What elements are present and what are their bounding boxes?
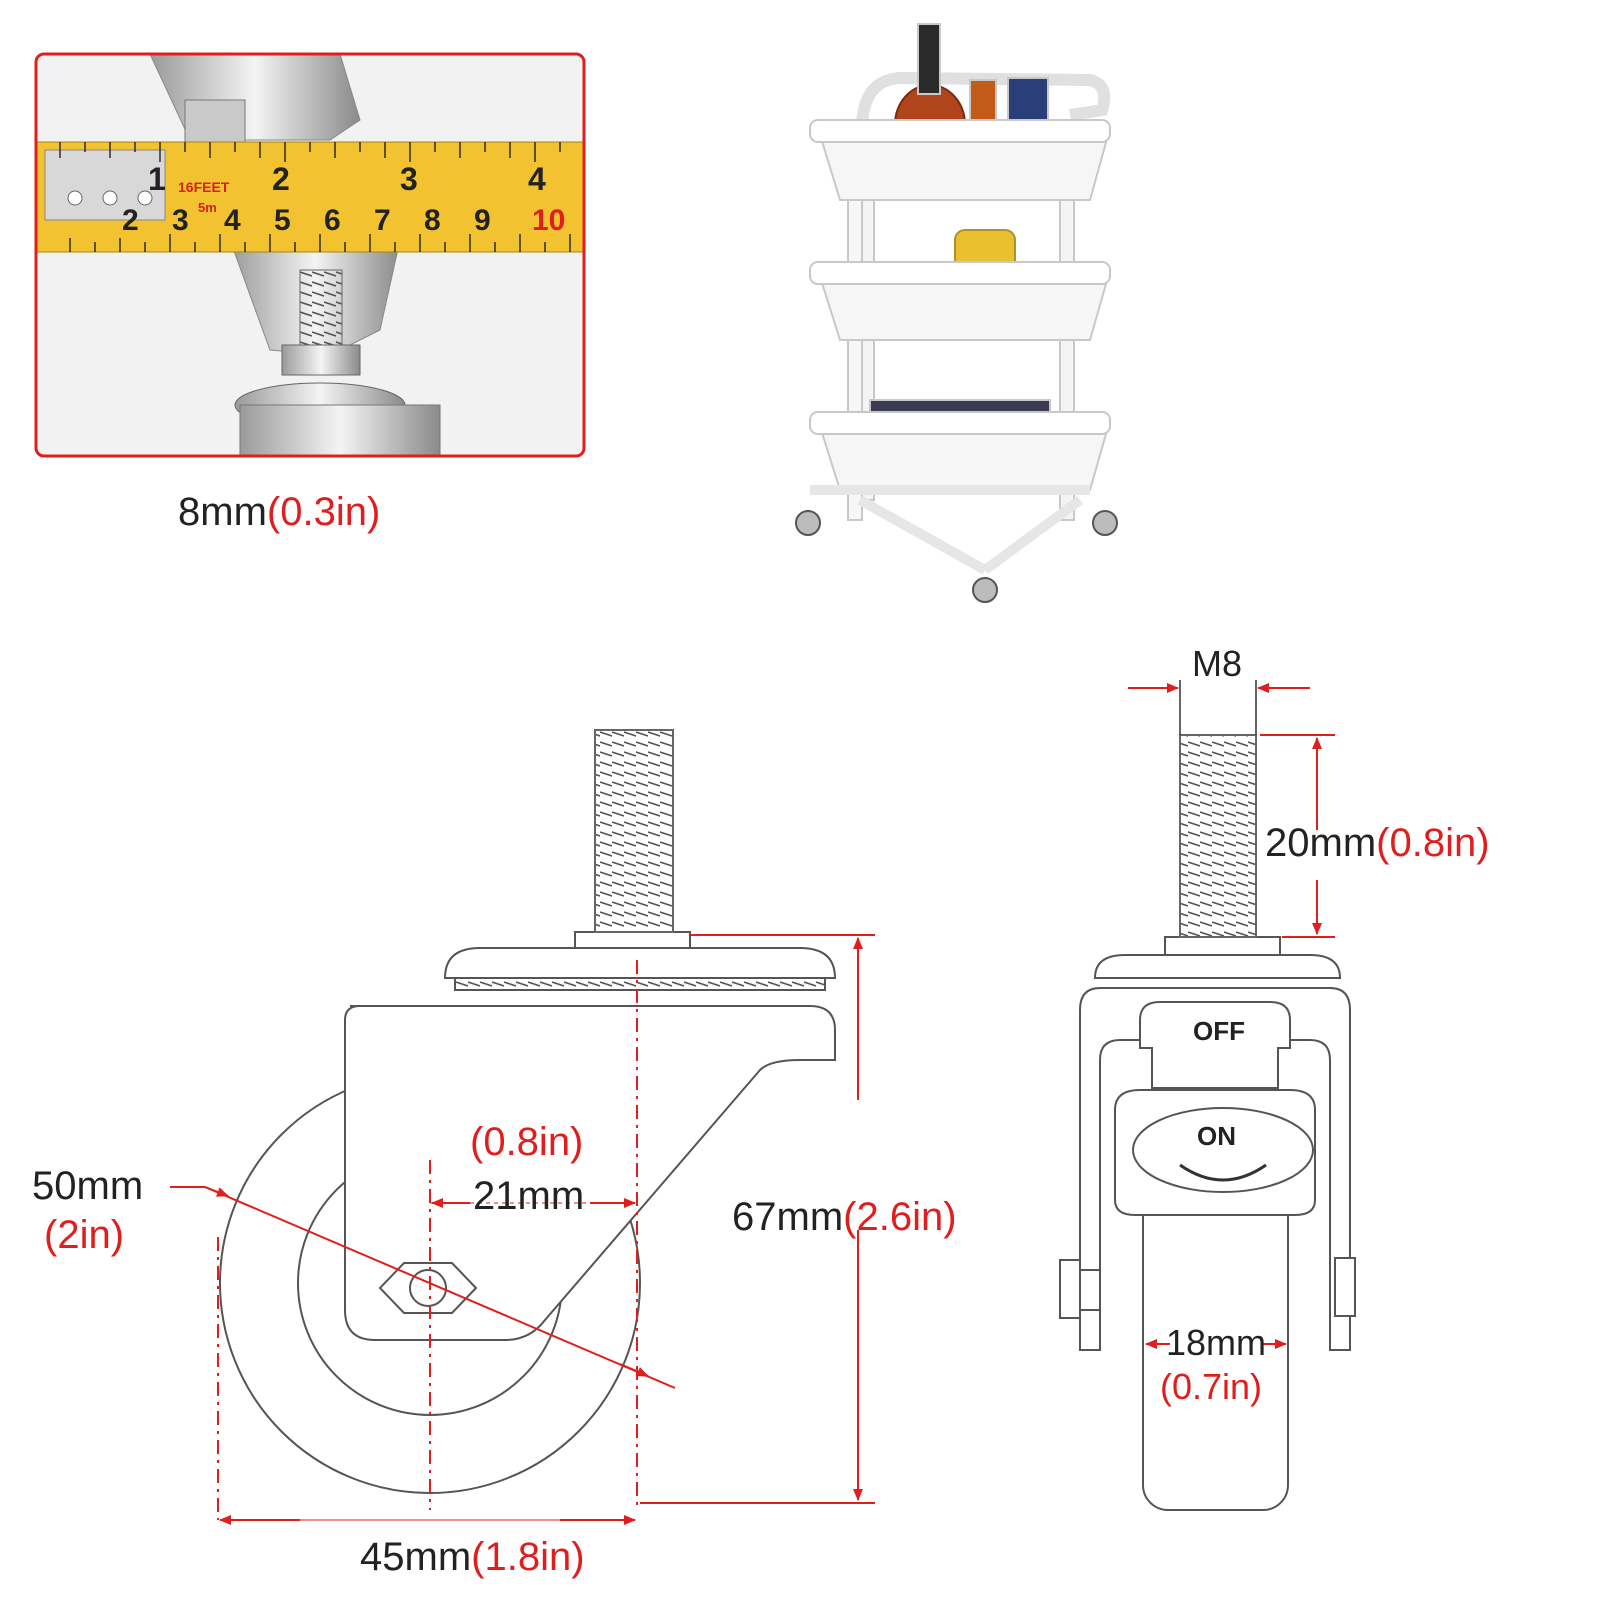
total-height-metric: 67mm — [732, 1195, 844, 1239]
caster-front-view — [1059, 734, 1356, 1511]
thread-size-label: M8 — [1192, 643, 1243, 684]
ruler-cm-6: 6 — [324, 204, 341, 237]
ruler-cm-2: 2 — [122, 204, 139, 237]
overall-width-imperial: (1.8in) — [471, 1535, 585, 1579]
stem-length-metric: 20mm — [1265, 821, 1377, 865]
ruler-cm-8: 8 — [424, 204, 441, 237]
ruler-inch-2: 2 — [272, 161, 290, 197]
ruler-cm-3: 3 — [172, 204, 189, 237]
ruler-metric-text: 5m — [198, 200, 217, 215]
wheel-diameter-imperial: (2in) — [44, 1213, 125, 1257]
axle-offset-metric: 21mm — [473, 1174, 585, 1218]
tread-width-metric: 18mm — [1166, 1322, 1267, 1363]
total-height-caption: 67mm(2.6in) — [732, 1197, 957, 1237]
stem-length-caption: 20mm(0.8in) — [1265, 823, 1490, 863]
axle-offset-imperial: (0.8in) — [470, 1120, 584, 1164]
ruler-brand-text: 16FEET — [178, 179, 230, 195]
utility-cart-image — [795, 23, 1118, 603]
brake-off-label: OFF — [1193, 1016, 1245, 1046]
ruler-inch-4: 4 — [528, 161, 546, 197]
caster-side-view — [219, 729, 837, 1494]
overall-width-metric: 45mm — [360, 1535, 472, 1579]
total-height-imperial: (2.6in) — [843, 1195, 957, 1239]
photo-frame — [34, 52, 586, 458]
tape-measure-photo: 1 2 3 4 16FEET 5m 2 3 4 5 6 7 8 9 10 — [36, 54, 584, 456]
front-view-dimensions — [1128, 680, 1335, 1349]
ruler-cm-4: 4 — [224, 204, 241, 237]
tread-width-imperial: (0.7in) — [1160, 1366, 1263, 1407]
wheel-diameter-metric: 50mm — [32, 1164, 144, 1208]
side-view-dimensions — [170, 934, 875, 1525]
stem-length-imperial: (0.8in) — [1376, 821, 1490, 865]
bolt-size-caption: 8mm(0.3in) — [178, 492, 380, 532]
wheel-width-caption: 45mm(1.8in) — [360, 1537, 585, 1577]
bolt-size-metric: 8mm — [178, 490, 267, 534]
ruler-ticks — [59, 142, 571, 252]
ruler-cm-5: 5 — [274, 204, 291, 237]
ruler-inch-3: 3 — [400, 161, 418, 197]
ruler-cm-7: 7 — [374, 204, 391, 237]
ruler-cm-10: 10 — [532, 204, 565, 237]
brake-on-label: ON — [1197, 1121, 1236, 1151]
ruler-inch-1: 1 — [148, 161, 166, 197]
bolt-size-imperial: (0.3in) — [266, 490, 381, 534]
ruler-cm-9: 9 — [474, 204, 491, 237]
